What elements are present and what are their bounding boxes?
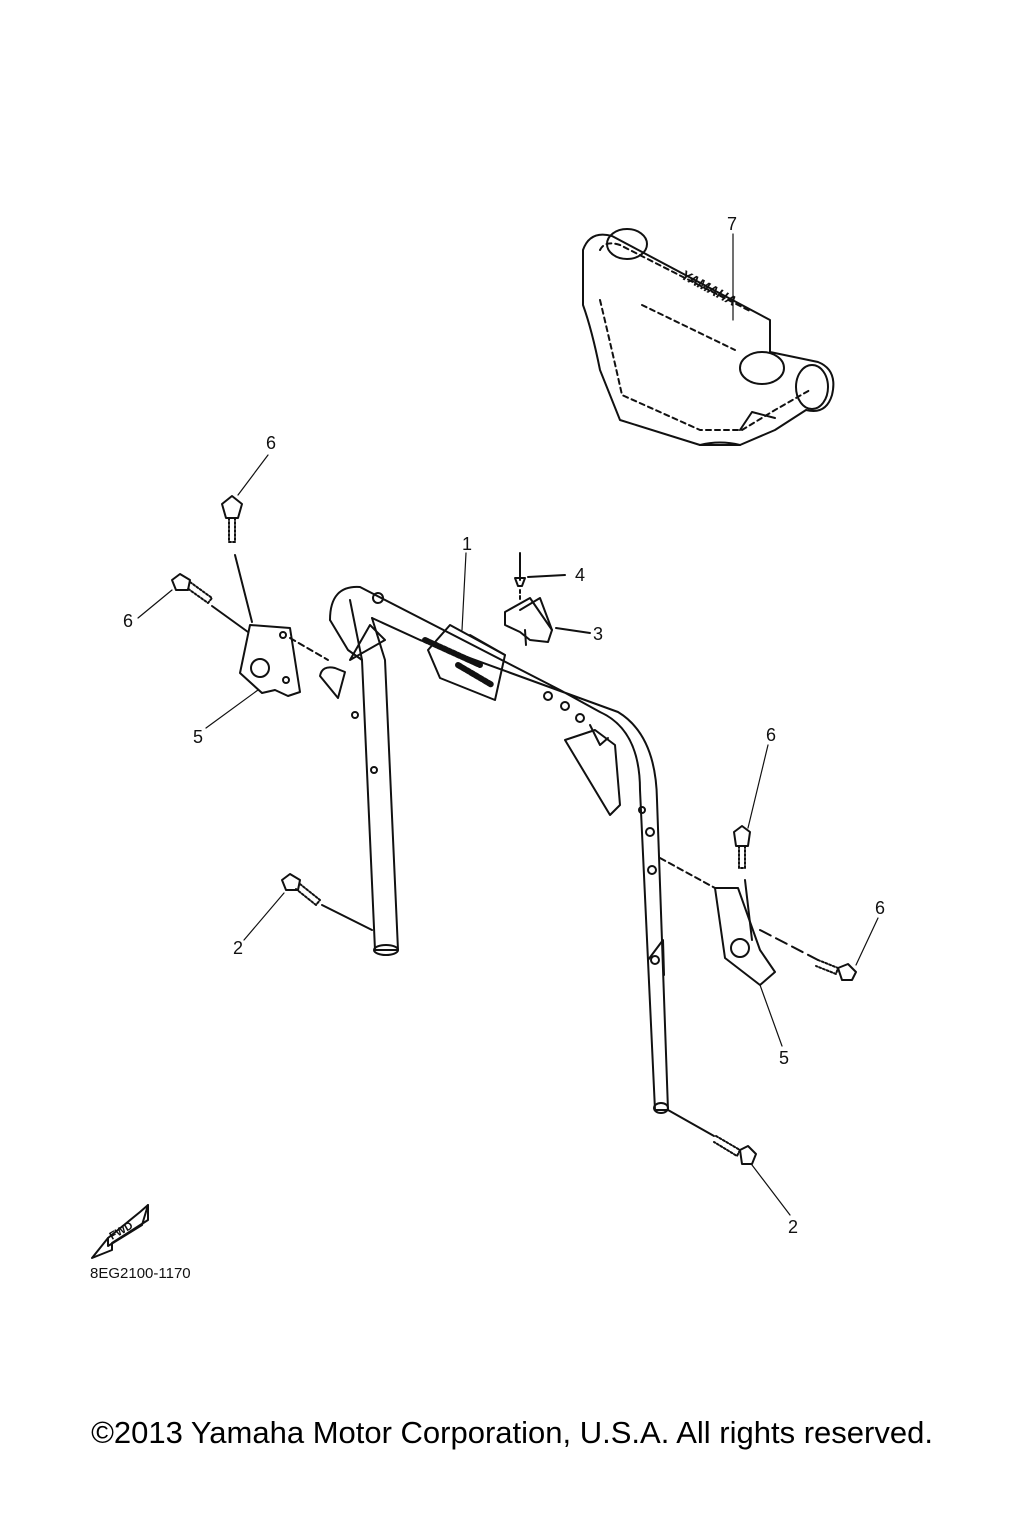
callout-6-left: 6	[123, 611, 133, 631]
bolt-6-right	[815, 959, 857, 981]
handlebar-frame	[329, 585, 669, 1114]
bolt-6-right-top	[733, 825, 753, 941]
left-bracket	[239, 624, 346, 699]
callout-5-left: 5	[193, 727, 203, 747]
copyright-notice: ©2013 Yamaha Motor Corporation, U.S.A. A…	[91, 1415, 933, 1450]
center-clamp	[422, 624, 506, 701]
callout-labels: 7 6 1 4 3 6 5 6 6 2 5 2	[123, 214, 885, 1237]
fwd-arrow-icon: FWD	[91, 1204, 149, 1259]
callout-5-right: 5	[779, 1048, 789, 1068]
callout-2-right: 2	[788, 1217, 798, 1237]
callout-3: 3	[593, 624, 603, 644]
clip-part	[504, 597, 591, 646]
handlebar-pad: YAMAHA	[582, 228, 835, 446]
leader-lines	[137, 233, 879, 1216]
bolt-6-top-left	[221, 495, 253, 623]
callout-1: 1	[462, 534, 472, 554]
callout-6-right-top: 6	[766, 725, 776, 745]
fwd-label: FWD	[108, 1220, 136, 1243]
callout-2-left: 2	[233, 938, 243, 958]
bolt-2-right	[667, 1109, 757, 1165]
diagram-part-number: 8EG2100-1170	[90, 1265, 191, 1282]
bolt-6-left	[171, 573, 249, 633]
pad-logo-text: YAMAHA	[679, 267, 740, 309]
callout-4: 4	[575, 565, 585, 585]
callout-7: 7	[727, 214, 737, 234]
callout-6-right: 6	[875, 898, 885, 918]
rivet-part	[514, 552, 566, 601]
right-bracket	[659, 857, 819, 986]
callout-6-top-left: 6	[266, 433, 276, 453]
bolt-2-left	[281, 873, 373, 931]
